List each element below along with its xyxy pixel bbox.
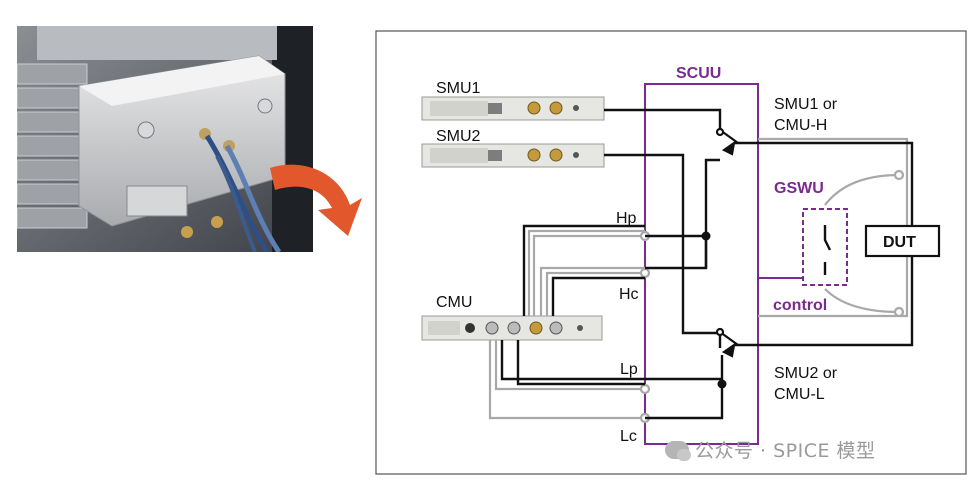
cmu-label: CMU [436, 294, 472, 311]
instrument-photo [17, 26, 313, 252]
lc-label: Lc [620, 428, 637, 445]
wechat-icon [665, 441, 691, 461]
smu2-module [421, 143, 605, 168]
cmu-module [421, 315, 603, 341]
output-top-label-1: SMU1 or [774, 96, 838, 113]
scuu-relay-bottom [715, 327, 739, 358]
scuu-box [644, 83, 759, 445]
smu2-label: SMU2 [436, 128, 481, 145]
transition-arrow [270, 164, 362, 236]
black-cables [500, 108, 914, 420]
hc-label: Hc [619, 286, 639, 303]
watermark: 公众号 · SPICE 模型 [665, 436, 876, 463]
control-label: control [773, 297, 827, 314]
dut-label: DUT [883, 234, 916, 251]
output-bottom-label-1: SMU2 or [774, 365, 838, 382]
watermark-text: 公众号 · SPICE 模型 [695, 440, 876, 462]
output-top-label-2: CMU-H [774, 117, 827, 134]
dut-box [864, 224, 941, 258]
gswu-box [802, 208, 848, 286]
scuu-relay-top [715, 127, 739, 156]
scuu-label: SCUU [676, 65, 721, 82]
smu1-module [421, 96, 605, 121]
hp-label: Hp [616, 210, 637, 227]
lp-label: Lp [620, 361, 638, 378]
output-bottom-label-2: CMU-L [774, 386, 825, 403]
gray-cables [488, 137, 909, 424]
smu1-label: SMU1 [436, 80, 481, 97]
gswu-label: GSWU [774, 180, 824, 197]
